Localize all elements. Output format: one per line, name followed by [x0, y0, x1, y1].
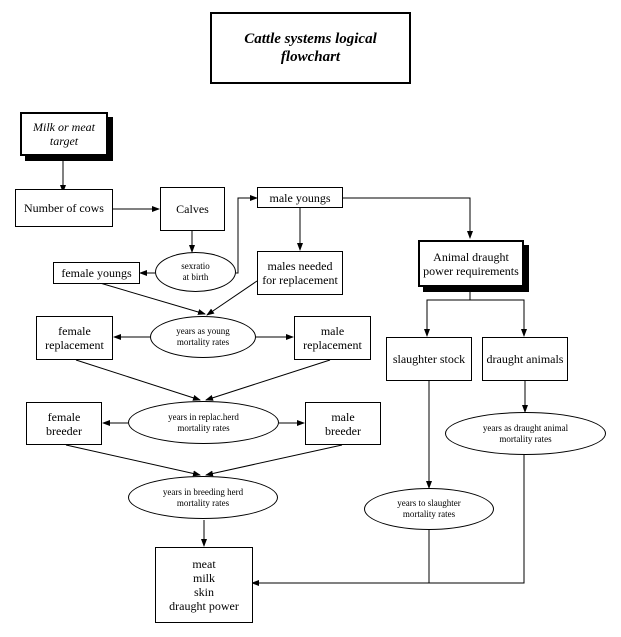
- node-males-needed-for-replacement: males needed for replacement: [257, 251, 343, 295]
- node-number-of-cows: Number of cows: [15, 189, 113, 227]
- node-years-in-breeding-herd: years in breeding herd mortality rates: [128, 476, 278, 519]
- chart-title: Cattle systems logical flowchart: [210, 12, 411, 84]
- arrow-sexratio-to-maleyoungs: [236, 195, 258, 274]
- arrow-malesneeded-to-yearsyoung: [206, 280, 258, 316]
- node-male-breeder: male breeder: [305, 402, 381, 445]
- node-years-as-young: years as young mortality rates: [150, 316, 256, 358]
- node-male-youngs: male youngs: [257, 187, 343, 208]
- node-calves: Calves: [160, 187, 225, 231]
- node-female-breeder: female breeder: [26, 402, 102, 445]
- node-animal-draught-power-requirements: Animal draught power requirements: [418, 240, 524, 287]
- node-slaughter-stock: slaughter stock: [386, 337, 472, 381]
- node-years-to-slaughter: years to slaughter mortality rates: [364, 488, 494, 530]
- arrow-to-outputs: [251, 455, 525, 586]
- node-milk-or-meat-target: Milk or meat target: [20, 112, 108, 156]
- arrow-malerepl-to-yearsreplac: [205, 359, 331, 401]
- node-female-replacement: female replacement: [36, 316, 113, 360]
- node-female-youngs: female youngs: [53, 262, 140, 284]
- node-years-in-replacement-herd: years in replac.herd mortality rates: [128, 401, 279, 444]
- arrow-femalerepl-to-yearsreplac: [75, 359, 201, 401]
- node-outputs: meat milk skin draught power: [155, 547, 253, 623]
- arrow-draught-to-split: [424, 290, 471, 337]
- arrow-malebreeder-to-yearsbreeding: [205, 444, 343, 477]
- node-draught-animals: draught animals: [482, 337, 568, 381]
- node-sex-ratio-at-birth: sexratio at birth: [155, 252, 236, 292]
- node-years-as-draught-animal: years as draught animal mortality rates: [445, 412, 606, 455]
- arrow-femaleyoungs-to-yearsyoung: [99, 282, 206, 315]
- node-male-replacement: male replacement: [294, 316, 371, 360]
- arrow-draught-to-draughtanimals: [470, 299, 527, 337]
- arrow-maleyoungs-to-draught: [343, 197, 473, 239]
- arrow-femalebreeder-to-yearsbreeding: [65, 444, 201, 477]
